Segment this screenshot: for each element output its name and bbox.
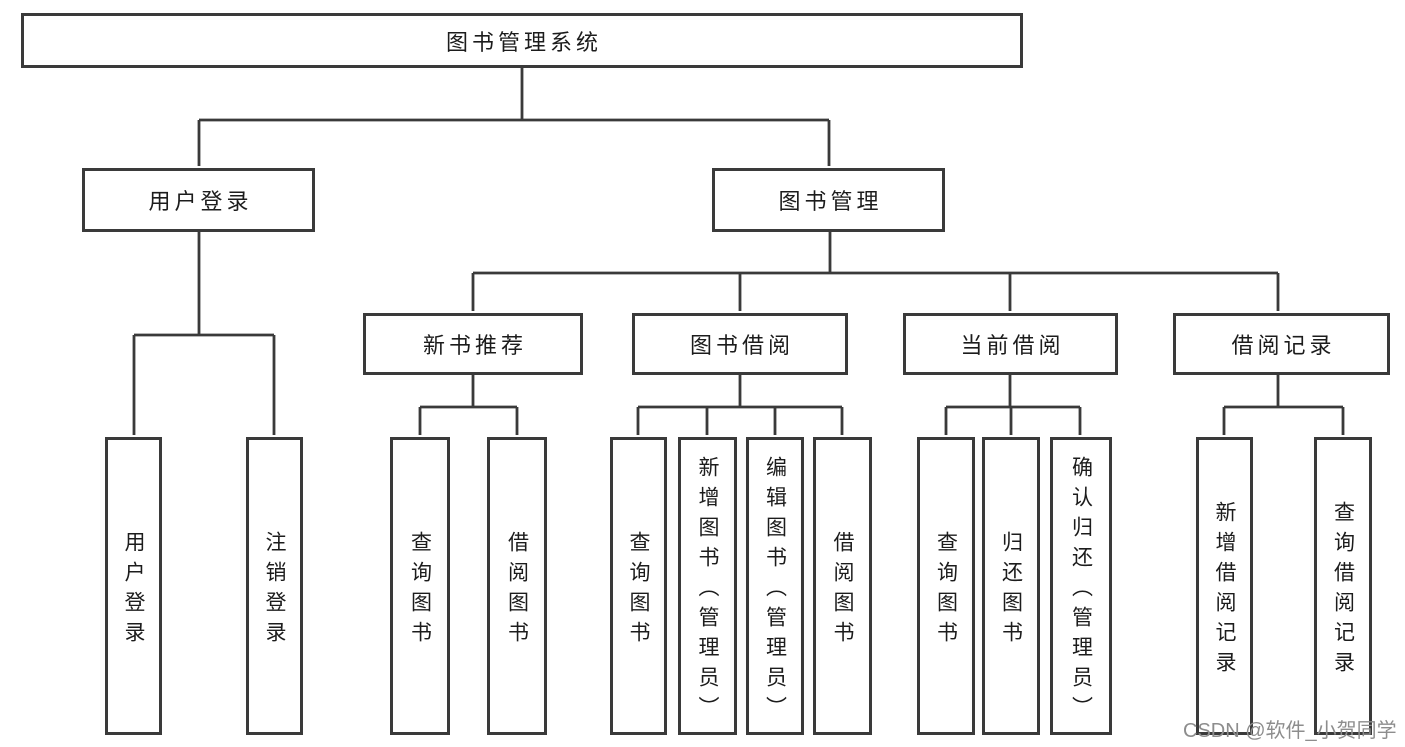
leaf-borrow-book-label: 借阅图书 (831, 530, 854, 651)
node-book-management: 图书管理 (712, 168, 945, 232)
node-new-book-recommend: 新书推荐 (363, 313, 583, 375)
leaf-query-book-borrowing: 查询图书 (610, 437, 667, 735)
node-current-borrowing-label: 当前借阅 (960, 333, 1065, 358)
leaf-query-book-borrowing-label: 查询图书 (627, 530, 650, 651)
connector-new-book-recommend-children (418, 375, 519, 435)
leaf-query-book-recommend-label: 查询图书 (408, 530, 432, 651)
leaf-add-book-admin-label: 新增图书（管理员） (696, 455, 719, 726)
node-current-borrowing: 当前借阅 (903, 313, 1118, 375)
leaf-query-borrow-record: 查询借阅记录 (1314, 437, 1372, 735)
leaf-edit-book-admin-label: 编辑图书（管理员） (763, 455, 787, 726)
connector-borrowing-records-children (1222, 375, 1345, 435)
leaf-borrow-book-recommend-label: 借阅图书 (505, 530, 529, 651)
connector-root-to-level1 (197, 68, 831, 166)
node-borrowing-records-label: 借阅记录 (1231, 333, 1336, 358)
leaf-return-book-label: 归还图书 (999, 530, 1023, 651)
leaf-user-login-label: 用户登录 (122, 530, 145, 651)
leaf-add-borrow-record: 新增借阅记录 (1196, 437, 1253, 735)
node-book-management-label: 图书管理 (778, 189, 883, 214)
leaf-add-book-admin: 新增图书（管理员） (678, 437, 737, 735)
node-library-system: 图书管理系统 (21, 13, 1023, 68)
leaf-logout: 注销登录 (246, 437, 303, 735)
connector-book-borrowing-children (636, 375, 844, 435)
leaf-edit-book-admin: 编辑图书（管理员） (746, 437, 804, 735)
leaf-logout-label: 注销登录 (263, 530, 286, 651)
node-user-login-label: 用户登录 (148, 189, 253, 214)
leaf-borrow-book: 借阅图书 (813, 437, 872, 735)
leaf-user-login: 用户登录 (105, 437, 162, 735)
node-user-login: 用户登录 (82, 168, 315, 232)
csdn-watermark: CSDN @软件_小贺同学 (1183, 720, 1397, 742)
connector-current-borrowing-children (944, 375, 1082, 435)
leaf-query-book-recommend: 查询图书 (390, 437, 450, 735)
node-new-book-recommend-label: 新书推荐 (422, 333, 527, 358)
node-borrowing-records: 借阅记录 (1173, 313, 1390, 375)
connector-user-login-children (132, 232, 276, 435)
leaf-query-borrow-record-label: 查询借阅记录 (1331, 500, 1355, 681)
leaf-add-borrow-record-label: 新增借阅记录 (1213, 500, 1236, 681)
leaf-confirm-return-admin: 确认归还（管理员） (1050, 437, 1112, 735)
node-library-system-label: 图书管理系统 (445, 29, 602, 55)
leaf-query-book-current-label: 查询图书 (934, 530, 958, 651)
node-book-borrowing-label: 图书借阅 (689, 333, 794, 358)
leaf-confirm-return-admin-label: 确认归还（管理员） (1069, 455, 1093, 726)
leaf-return-book: 归还图书 (982, 437, 1040, 735)
leaf-query-book-current: 查询图书 (917, 437, 975, 735)
connector-book-management-children (471, 232, 1280, 311)
leaf-borrow-book-recommend: 借阅图书 (487, 437, 547, 735)
node-book-borrowing: 图书借阅 (632, 313, 848, 375)
